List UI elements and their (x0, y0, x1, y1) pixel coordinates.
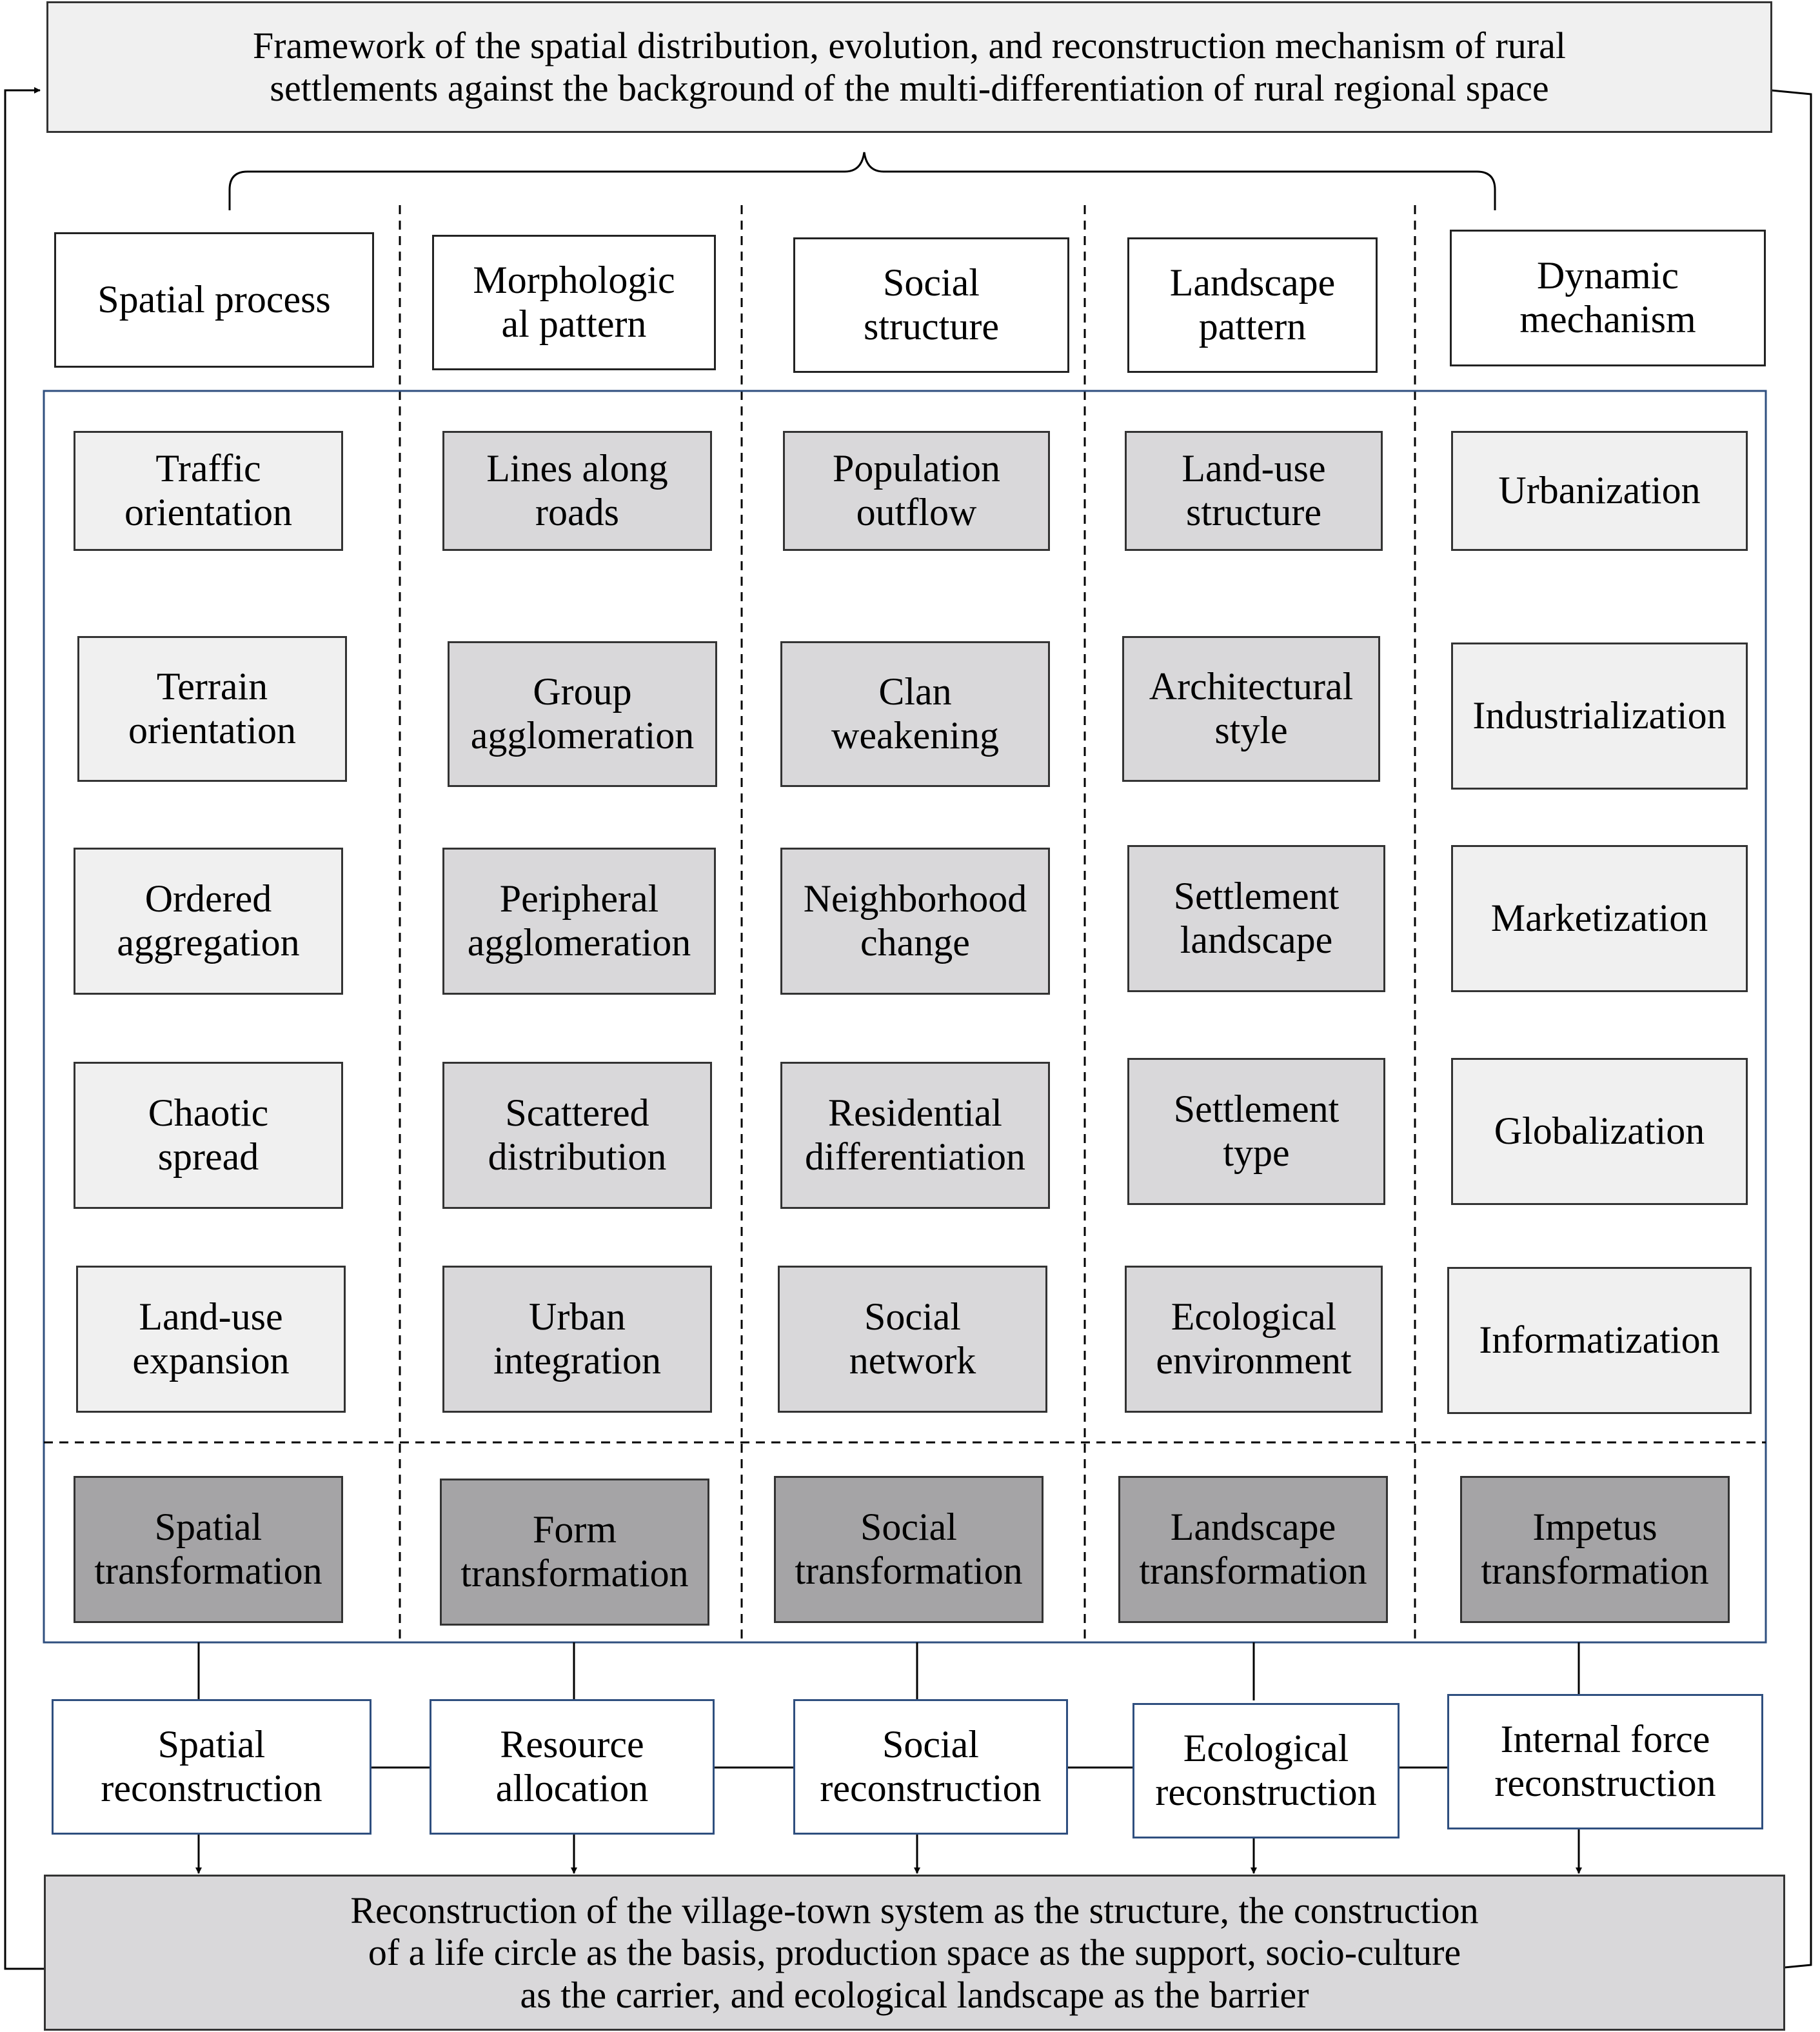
feedback-loop-left (4, 87, 44, 1970)
category-dynamic-mechanism: Dynamic mechanism (1450, 230, 1766, 366)
item-terrain-orientation: Terrain orientation (77, 636, 347, 782)
feedback-loop-right (1770, 89, 1812, 1970)
item-traffic-orientation: Traffic orientation (74, 431, 343, 551)
item-chaotic-spread: Chaotic spread (74, 1062, 343, 1209)
reconstruction-resource-allocation: Resource allocation (430, 1699, 715, 1835)
item-peripheral-agglomeration: Peripheral agglomeration (442, 848, 716, 995)
down-arrows (195, 1829, 1582, 1874)
item-group-agglomeration: Group agglomeration (448, 641, 717, 787)
reconstruction-internal-force: Internal force reconstruction (1447, 1694, 1763, 1829)
transformation-landscape: Landscape transformation (1118, 1476, 1388, 1623)
main-frame (43, 390, 1767, 1644)
framework-title: Framework of the spatial distribution, e… (46, 1, 1772, 133)
item-residential-differentiation: Residential differentiation (780, 1062, 1050, 1209)
item-lines-along-roads: Lines along roads (442, 431, 712, 551)
category-landscape-pattern: Landscape pattern (1127, 237, 1378, 373)
transformation-impetus: Impetus transformation (1460, 1476, 1730, 1623)
title-brace (228, 152, 1496, 210)
item-social-network: Social network (778, 1266, 1047, 1413)
frame-connectors (197, 1642, 1580, 1700)
item-land-use-structure: Land-use structure (1125, 431, 1383, 551)
reconstruction-ecological: Ecological reconstruction (1133, 1703, 1400, 1838)
item-ordered-aggregation: Ordered aggregation (74, 848, 343, 995)
item-urbanization: Urbanization (1451, 431, 1748, 551)
transformation-form: Form transformation (440, 1479, 709, 1626)
reconstruction-social: Social reconstruction (793, 1699, 1068, 1835)
item-population-outflow: Population outflow (783, 431, 1050, 551)
item-informatization: Informatization (1447, 1267, 1752, 1414)
item-settlement-type: Settlement type (1127, 1058, 1385, 1205)
item-clan-weakening: Clan weakening (780, 641, 1050, 787)
item-industrialization: Industrialization (1451, 642, 1748, 790)
item-ecological-environment: Ecological environment (1125, 1266, 1383, 1413)
category-social-structure: Social structure (793, 237, 1069, 373)
item-architectural-style: Architectural style (1122, 636, 1380, 782)
column-separators (399, 205, 1416, 1640)
item-scattered-distribution: Scattered distribution (442, 1062, 712, 1209)
item-land-use-expansion: Land-use expansion (76, 1266, 346, 1413)
item-neighborhood-change: Neighborhood change (780, 848, 1050, 995)
transformation-social: Social transformation (774, 1476, 1044, 1623)
reconstruction-spatial: Spatial reconstruction (52, 1699, 371, 1835)
item-settlement-landscape: Settlement landscape (1127, 845, 1385, 992)
item-globalization: Globalization (1451, 1058, 1748, 1205)
item-marketization: Marketization (1451, 845, 1748, 992)
category-spatial-process: Spatial process (54, 232, 374, 368)
transformation-spatial: Spatial transformation (74, 1476, 343, 1623)
outcome-statement: Reconstruction of the village-town syste… (44, 1875, 1785, 2031)
item-urban-integration: Urban integration (442, 1266, 712, 1413)
category-morphological-pattern: Morphologic al pattern (432, 235, 716, 370)
